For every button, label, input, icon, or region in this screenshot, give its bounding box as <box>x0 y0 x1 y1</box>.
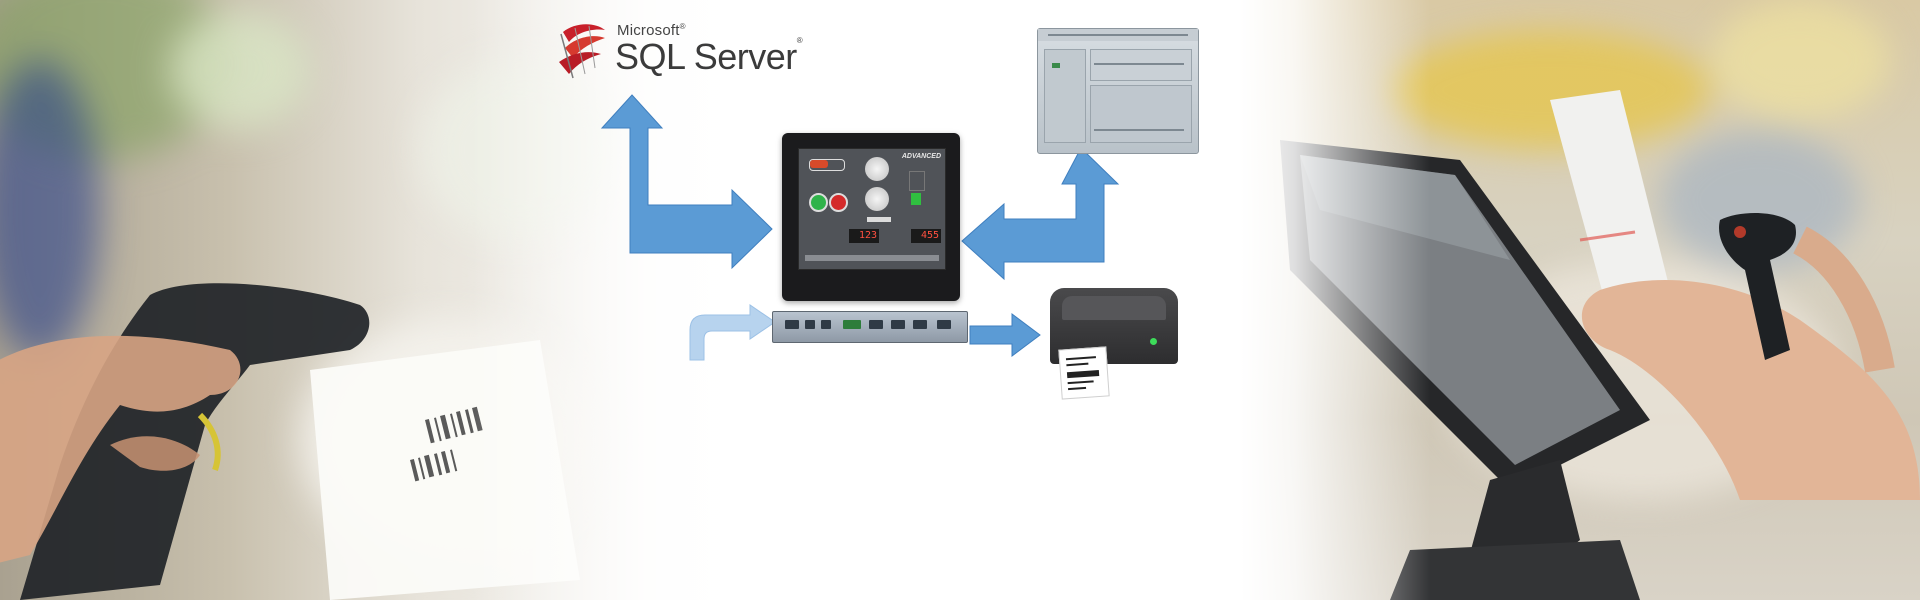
hmi-display-2: 455 <box>911 229 941 243</box>
plc-controller-icon <box>1037 28 1199 154</box>
hmi-brand: ADVANCED <box>901 153 941 160</box>
sql-server-emblem-icon <box>559 24 605 79</box>
sql-server-logo: Microsoft® SQL Server® <box>555 18 805 80</box>
hmi-display-1: 123 <box>849 229 879 243</box>
hmi-screen: ADVANCED 123 455 <box>798 148 946 270</box>
right-photo-pos-terminal <box>1240 0 1920 600</box>
microsoft-wordmark: Microsoft® <box>617 22 686 39</box>
label-printer-icon <box>1050 288 1178 400</box>
arrow-hmi-to-plc <box>961 147 1120 281</box>
hmi-panel-icon: ADVANCED 123 455 <box>782 133 960 301</box>
hmi-panel-io-side <box>772 311 968 343</box>
sql-server-wordmark: SQL Server® <box>615 36 803 77</box>
left-photo-barcode-scanning <box>0 0 760 600</box>
arrow-hmi-to-printer <box>969 313 1041 357</box>
